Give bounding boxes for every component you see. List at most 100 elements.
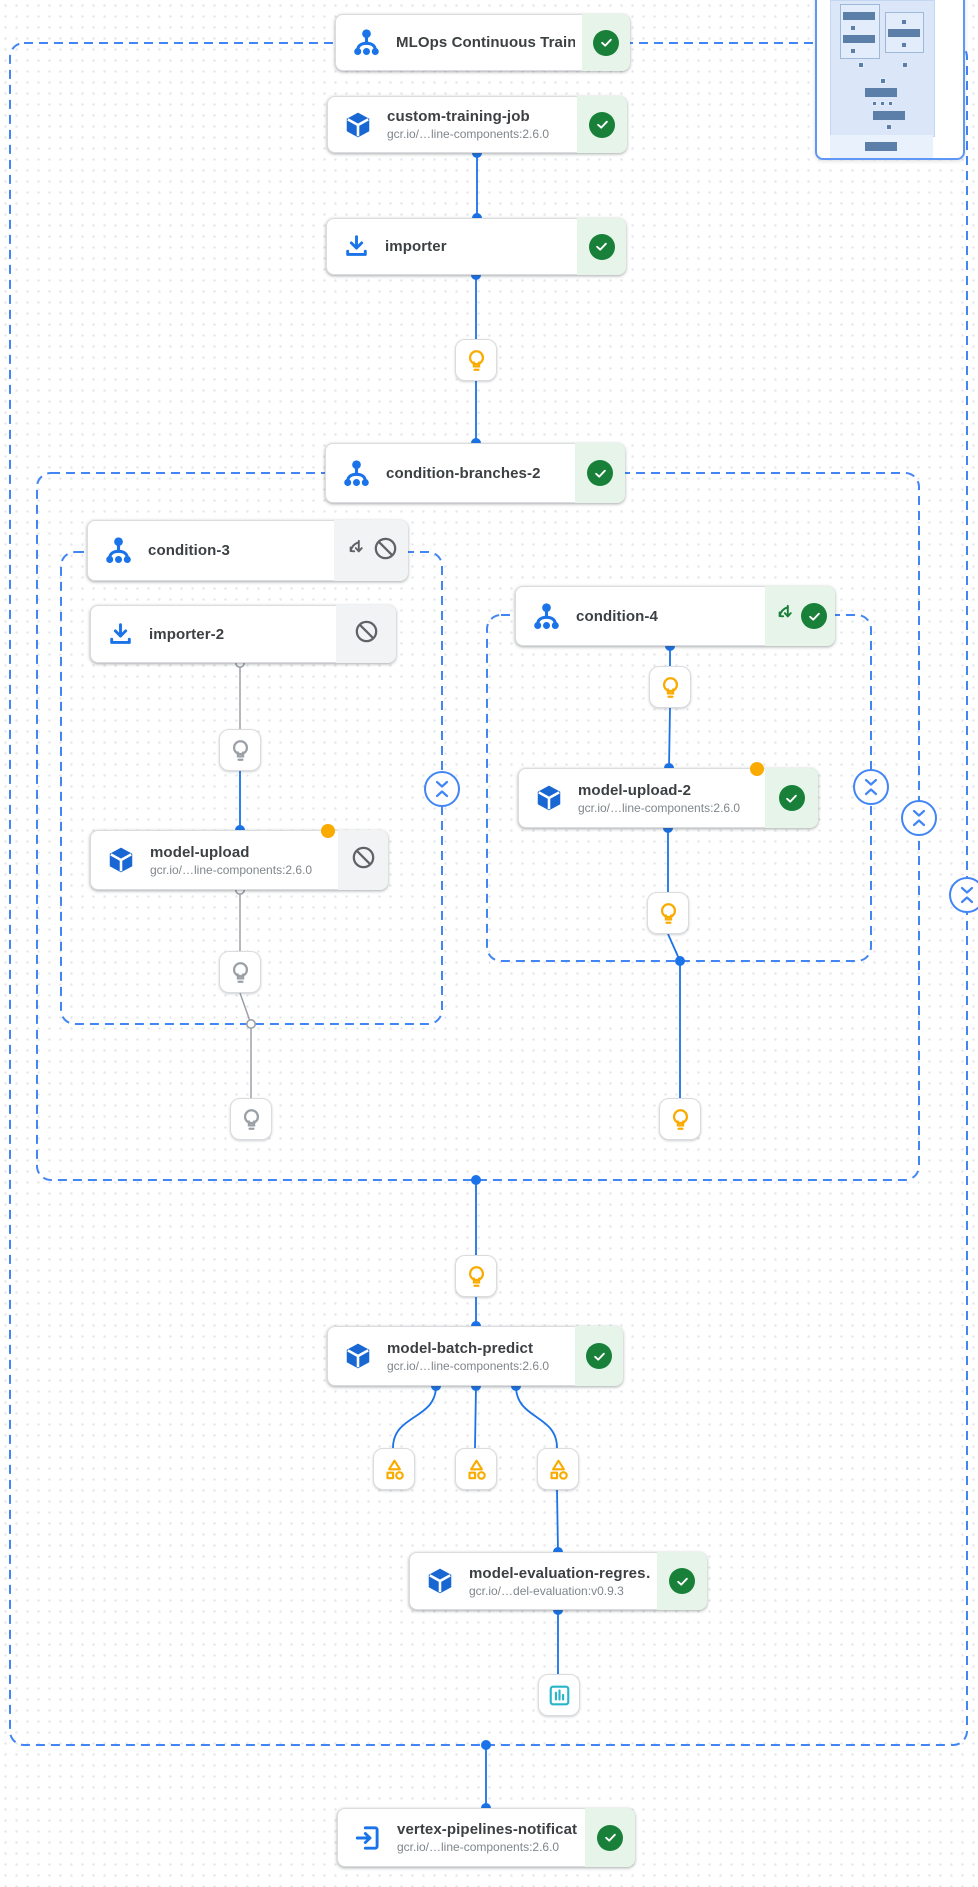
artifact-lightbulb[interactable] (647, 892, 689, 934)
node-label: condition-branches-2 (386, 464, 541, 482)
node-custom-training-job[interactable]: custom-training-job gcr.io/…line-compone… (327, 96, 627, 153)
node-condition-3[interactable]: condition-3 (87, 520, 408, 581)
status-section (336, 605, 396, 663)
node-label: model-upload (150, 843, 250, 861)
success-check-icon (593, 29, 619, 56)
collapse-group-button[interactable] (949, 877, 978, 913)
importer-download-icon (342, 232, 371, 261)
node-label: MLOps Continuous Traini… (396, 34, 575, 51)
node-image: gcr.io/…line-components:2.6.0 (150, 862, 313, 877)
success-check-icon (597, 1824, 623, 1851)
parameter-marker-dot (750, 762, 764, 776)
minimap-artifact (850, 48, 856, 54)
status-section (334, 520, 408, 581)
minimap-node (888, 29, 920, 37)
success-check-icon (587, 460, 613, 486)
skipped-ban-icon (372, 535, 399, 567)
minimap-artifact (901, 19, 907, 25)
condition-tree-icon (531, 601, 562, 632)
artifact-lightbulb-skipped[interactable] (230, 1098, 272, 1140)
node-importer[interactable]: importer (326, 218, 626, 275)
minimap-artifact (880, 78, 886, 84)
node-label: custom-training-job (387, 108, 530, 125)
minimap-artifact (902, 62, 908, 68)
artifact-lightbulb[interactable] (455, 339, 497, 381)
minimap-node (873, 111, 905, 120)
dag-minimap[interactable] (815, 0, 965, 160)
importer-download-icon (106, 620, 135, 649)
success-check-icon (586, 1343, 612, 1369)
success-check-icon (588, 233, 615, 260)
success-check-icon (778, 785, 805, 811)
artifact-lightbulb[interactable] (659, 1098, 701, 1140)
node-vertex-pipelines-notification[interactable]: vertex-pipelines-notificat… gcr.io/…line… (337, 1808, 635, 1867)
node-label: importer (385, 238, 447, 255)
artifact-metrics[interactable] (537, 1448, 579, 1490)
node-label: model-batch-predict (387, 1339, 534, 1357)
node-model-upload[interactable]: model-upload gcr.io/…line-components:2.6… (90, 824, 388, 890)
component-cube-icon (106, 845, 136, 875)
node-label: vertex-pipelines-notificat… (397, 1821, 578, 1838)
collapse-group-button[interactable] (901, 800, 937, 836)
collapse-group-button[interactable] (424, 771, 460, 807)
artifact-visualization-chart[interactable] (538, 1674, 580, 1716)
branch-split-icon (344, 538, 365, 564)
component-cube-icon (534, 783, 564, 813)
parameter-marker-dot (321, 824, 335, 838)
minimap-node (865, 142, 897, 151)
minimap-node (843, 35, 875, 43)
artifact-metrics[interactable] (455, 1448, 497, 1490)
artifact-lightbulb[interactable] (649, 666, 691, 708)
node-image: gcr.io/…line-components:2.6.0 (397, 1840, 560, 1854)
status-section (575, 1326, 623, 1386)
minimap-artifact (850, 25, 856, 31)
status-section (575, 443, 625, 503)
edge-skipped (239, 663, 252, 1098)
minimap-artifact (872, 101, 877, 106)
status-section (582, 14, 630, 71)
artifact-lightbulb-skipped[interactable] (219, 951, 261, 993)
status-section (765, 768, 818, 828)
minimap-artifact (886, 124, 892, 130)
node-label: condition-3 (148, 542, 230, 559)
minimap-artifact (888, 101, 893, 106)
component-cube-icon (343, 110, 373, 140)
node-model-evaluation-regression[interactable]: model-evaluation-regres… gcr.io/…del-eva… (409, 1552, 707, 1610)
node-image: gcr.io/…del-evaluation:v0.9.3 (469, 1583, 624, 1598)
node-condition-branches-2[interactable]: condition-branches-2 (325, 443, 625, 503)
condition-tree-icon (103, 535, 134, 566)
skipped-ban-icon (353, 618, 380, 650)
artifact-lightbulb-skipped[interactable] (219, 729, 261, 771)
minimap-node (843, 12, 875, 20)
node-importer-2[interactable]: importer-2 (90, 605, 396, 663)
node-label: model-upload-2 (578, 781, 692, 799)
success-check-icon (669, 1568, 695, 1594)
success-check-icon (589, 111, 615, 138)
status-section (657, 1552, 707, 1610)
condition-tree-icon (341, 458, 372, 489)
node-image: gcr.io/…line-components:2.6.0 (387, 1358, 550, 1373)
status-section (338, 830, 388, 890)
skipped-ban-icon (350, 844, 377, 876)
collapse-group-button[interactable] (853, 769, 889, 805)
status-section (585, 1808, 635, 1867)
exit-to-app-icon (353, 1823, 383, 1853)
artifact-lightbulb[interactable] (455, 1255, 497, 1297)
component-cube-icon (425, 1566, 455, 1596)
minimap-artifact (901, 42, 907, 48)
node-model-batch-predict[interactable]: model-batch-predict gcr.io/…line-compone… (327, 1326, 623, 1386)
node-label: importer-2 (149, 625, 225, 643)
node-condition-4[interactable]: condition-4 (515, 586, 835, 646)
minimap-node (865, 88, 897, 97)
node-model-upload-2[interactable]: model-upload-2 gcr.io/…line-components:2… (518, 762, 818, 828)
node-label: condition-4 (576, 607, 658, 625)
status-section (765, 586, 835, 646)
node-image: gcr.io/…line-components:2.6.0 (578, 800, 741, 815)
minimap-artifact (858, 62, 864, 68)
success-check-icon (801, 603, 827, 629)
node-pipeline-root[interactable]: MLOps Continuous Traini… (335, 14, 630, 71)
artifact-metrics[interactable] (373, 1448, 415, 1490)
node-image: gcr.io/…line-components:2.6.0 (387, 127, 550, 141)
branch-split-icon (773, 603, 794, 629)
